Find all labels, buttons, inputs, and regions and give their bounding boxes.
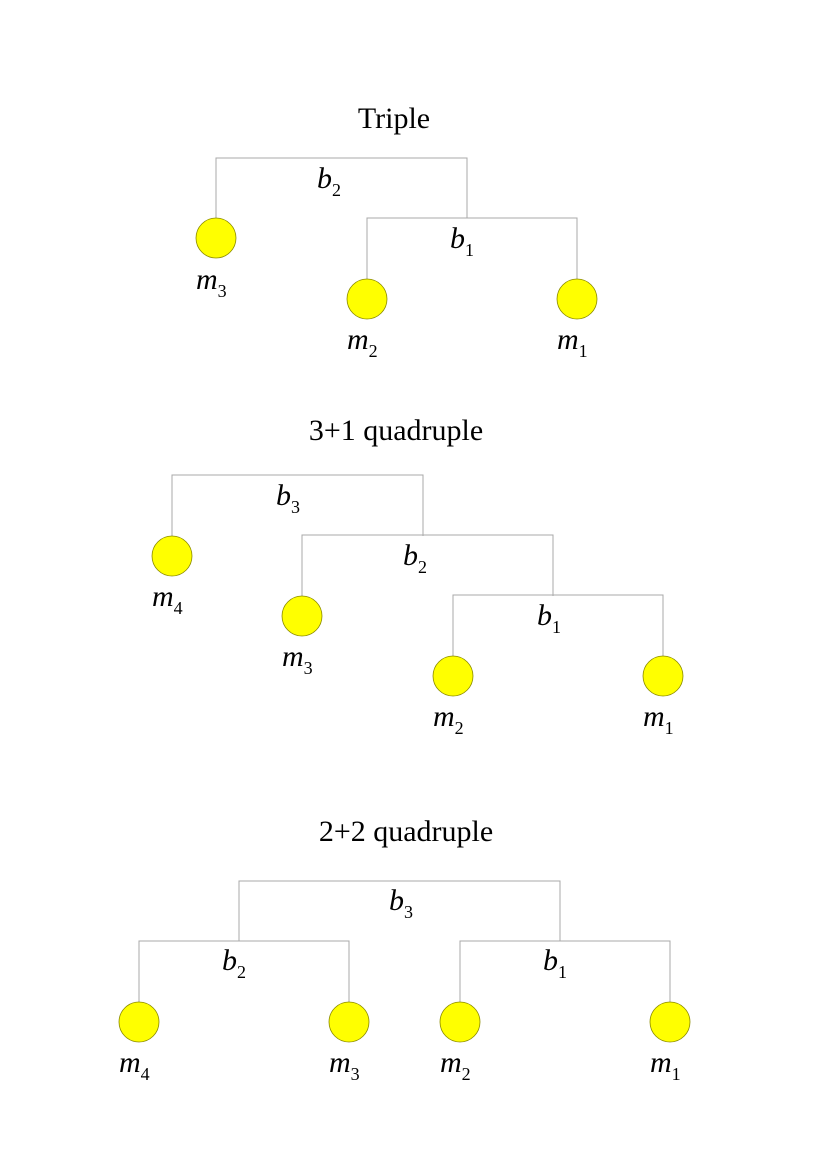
- diagram-title: 3+1 quadruple: [309, 414, 483, 447]
- star-m4: [151, 535, 193, 577]
- binary-label-b2: b2: [317, 162, 341, 200]
- star-m1: [642, 655, 684, 697]
- star-m3: [281, 595, 323, 637]
- triple-diagram: Triple b2 b1 m3 m2 m1: [195, 102, 598, 361]
- connector-b2: [301, 534, 554, 596]
- star-label-m1: m1: [650, 1046, 681, 1084]
- binary-label-b3: b3: [276, 479, 300, 517]
- connector-b1: [459, 940, 671, 1002]
- star-m3: [195, 217, 237, 259]
- connector-b2: [215, 157, 468, 218]
- diagram-title: 2+2 quadruple: [319, 815, 493, 848]
- connector-b3: [238, 880, 561, 941]
- star-label-m1: m1: [557, 323, 588, 361]
- star-m2: [346, 278, 388, 320]
- star-label-m2: m2: [347, 323, 378, 361]
- binary-label-b2: b2: [403, 539, 427, 577]
- star-m4: [118, 1001, 160, 1043]
- star-label-m3: m3: [196, 263, 227, 301]
- binary-label-b2: b2: [222, 944, 246, 982]
- star-m2: [432, 655, 474, 697]
- star-label-m2: m2: [440, 1046, 471, 1084]
- star-label-m3: m3: [329, 1046, 360, 1084]
- diagram-title: Triple: [358, 102, 430, 135]
- star-m1: [649, 1001, 691, 1043]
- star-m2: [439, 1001, 481, 1043]
- star-label-m4: m4: [119, 1046, 150, 1084]
- connector-b1: [366, 217, 578, 279]
- star-m3: [328, 1001, 370, 1043]
- binary-label-b1: b1: [450, 222, 474, 260]
- quadruple-3-1-diagram: 3+1 quadruple b3 b2 b1 m4 m3 m2 m1: [151, 414, 684, 738]
- star-label-m4: m4: [152, 580, 183, 618]
- binary-label-b3: b3: [389, 884, 413, 922]
- star-label-m3: m3: [282, 640, 313, 678]
- star-label-m1: m1: [643, 700, 674, 738]
- connector-b1: [452, 594, 664, 656]
- binary-label-b1: b1: [543, 944, 567, 982]
- binary-label-b1: b1: [537, 599, 561, 637]
- star-m1: [556, 278, 598, 320]
- quadruple-2-2-diagram: 2+2 quadruple b3 b2 b1 m4 m3 m2 m1: [118, 815, 691, 1084]
- star-label-m2: m2: [433, 700, 464, 738]
- connector-b2: [138, 940, 350, 1002]
- connector-b3: [171, 474, 424, 536]
